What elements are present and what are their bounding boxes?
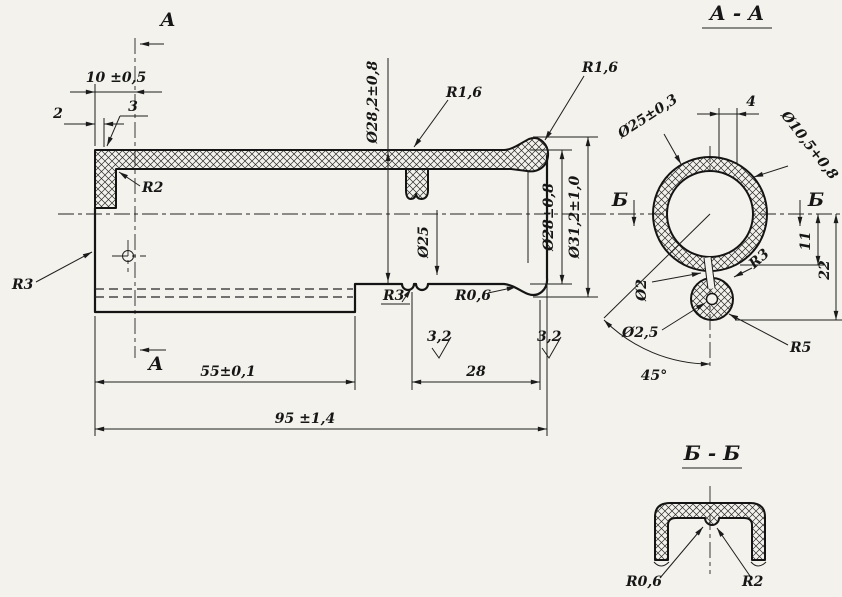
dim-label-95: 95 ±1,4 [275, 411, 335, 427]
dim-label-r0-6-bb: R0,6 [625, 574, 662, 590]
section-bb-title: Б - Б [683, 441, 740, 465]
aa-small-hole [705, 292, 719, 306]
main-view: А А [11, 9, 620, 436]
dim-label-dia25-03: Ø25±0,3 [614, 91, 681, 142]
dim-label-45deg: 45° [641, 368, 667, 384]
aa-angle-45 [603, 213, 711, 367]
roughness-label-b: 3,2 [537, 329, 562, 345]
dim-label-2: 2 [52, 106, 63, 122]
dim-label-dia25: Ø25 [416, 226, 432, 259]
dim-label-28: 28 [465, 364, 486, 380]
dim-label-r2: R2 [141, 180, 164, 196]
dim-label-r5: R5 [789, 340, 811, 356]
section-plane-b: Б Б [611, 189, 824, 226]
dim-label-dia28-2: Ø28,2±0,8 [365, 61, 381, 145]
section-a-a: А - А Б Б [603, 1, 842, 384]
dim-label-dia2-5: Ø2,5 [621, 325, 659, 341]
bb-dimensions [659, 526, 751, 579]
roughness-label-a: 3,2 [427, 329, 452, 345]
bb-wall-section [654, 502, 766, 561]
small-hole [122, 250, 134, 262]
plane-b-label-right: Б [807, 189, 824, 211]
dim-label-11: 11 [798, 231, 814, 250]
dim-label-r2-bb: R2 [741, 574, 764, 590]
main-centerline [58, 38, 620, 358]
dim-label-dia28: Ø28±0,8 [541, 183, 557, 252]
hidden-bore-lines [95, 288, 353, 298]
section-b-b: Б - Б R0,6 R2 [625, 441, 767, 590]
section-arrow-label-bottom: А [146, 353, 163, 375]
dim-label-22: 22 [817, 260, 833, 281]
aa-dimensions [651, 108, 842, 346]
dim-label-dia2: Ø2 [634, 279, 650, 302]
dim-label-r1-6-a: R1,6 [445, 85, 482, 101]
section-plane-a: А А [140, 9, 176, 375]
aa-vent-channel [704, 257, 715, 289]
dim-label-4: 4 [746, 94, 756, 110]
main-dimensions [35, 58, 598, 436]
dim-label-10: 10 ±0,5 [86, 70, 146, 86]
dim-label-55: 55±0,1 [200, 364, 256, 380]
dim-label-dia10-5: Ø10,5+0,8 [777, 107, 841, 183]
dim-label-r3-groove: R3 [382, 288, 405, 304]
dim-label-dia31-2: Ø31,2±1,0 [567, 176, 583, 260]
dim-label-3: 3 [128, 99, 138, 115]
bb-break-lines [653, 561, 767, 567]
section-aa-title: А - А [708, 1, 765, 25]
part-upper-wall-section [94, 137, 550, 209]
dim-label-r0-6: R0,6 [454, 288, 491, 304]
plane-b-label-left: Б [611, 189, 628, 211]
dim-label-r1-6-b: R1,6 [581, 60, 618, 76]
section-arrow-label-top: А [158, 9, 175, 31]
dim-label-r3-left: R3 [11, 277, 34, 293]
part-inner-rib-section [405, 168, 429, 200]
